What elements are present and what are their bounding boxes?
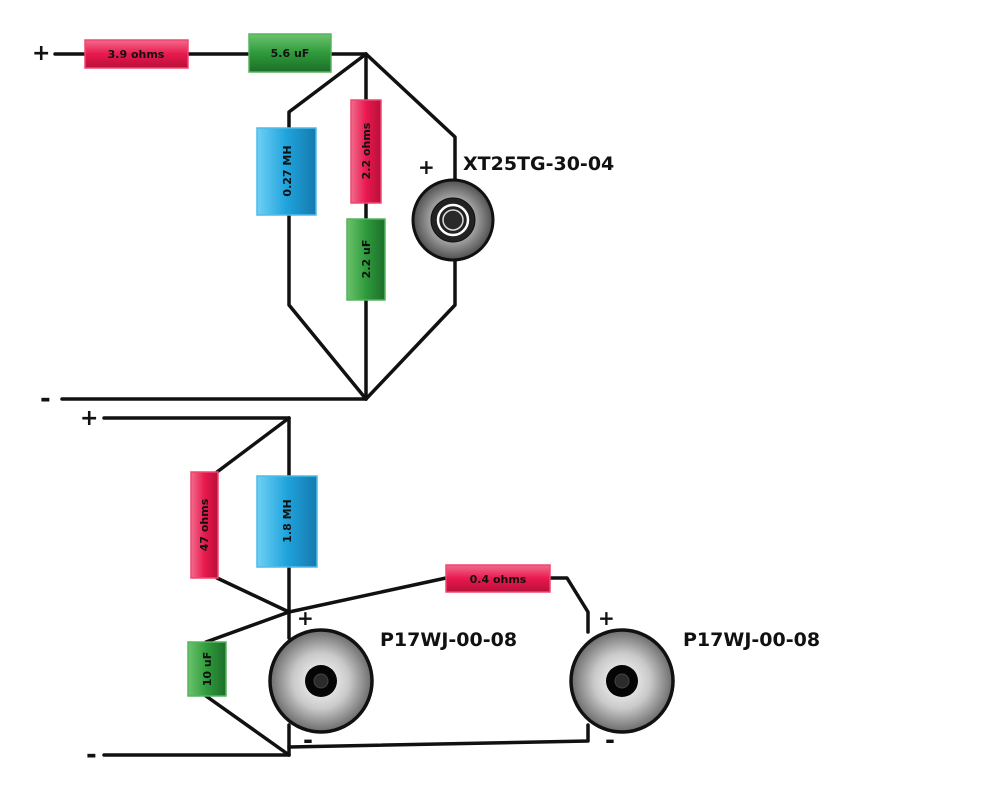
woofer-minus-terminal: - [86,740,97,770]
resistor-0-4-label: 0.4 ohms [470,573,527,586]
woofer-1-model-label: P17WJ-00-08 [380,629,517,651]
tweeter-plus-terminal: + [32,41,50,66]
inductor-0-27-label: 0.27 MH [281,145,294,196]
woofer-section: + - 47 ohms 1.8 MH 0.4 ohms 10 uF + [80,406,820,770]
woofer-1-speaker [268,628,374,734]
resistor-2-2-ohms: 2.2 ohms [350,99,382,204]
wire [287,576,448,614]
wire [215,416,291,474]
tweeter-minus-terminal: - [40,384,51,414]
resistor-3-9-ohms: 3.9 ohms [84,39,189,69]
capacitor-5-6-label: 5.6 uF [271,47,310,60]
resistor-3-9-label: 3.9 ohms [108,48,165,61]
tweeter-speaker [411,178,495,262]
woofer-2-minus-label: - [605,726,615,754]
inductor-1-8-label: 1.8 MH [281,499,294,542]
wire [287,723,590,749]
capacitor-10-label: 10 uF [201,652,214,686]
resistor-2-2-label: 2.2 ohms [360,122,373,179]
woofer-2-plus-label: + [598,606,615,630]
wire [364,52,457,182]
wire [364,258,457,401]
woofer-2-model-label: P17WJ-00-08 [683,629,820,651]
tweeter-plus-label: + [418,155,435,179]
inductor-1-8-mh: 1.8 MH [256,475,318,568]
resistor-47-ohms: 47 ohms [190,471,219,579]
capacitor-2-2-label: 2.2 uF [360,240,373,279]
capacitor-2-2-uf: 2.2 uF [346,218,386,301]
resistor-0-4-ohms: 0.4 ohms [445,564,551,593]
wire [204,610,291,644]
resistor-47-label: 47 ohms [198,498,211,551]
tweeter-section: + - 3.9 ohms 5.6 uF 0.27 MH 2.2 ohms 2.2… [32,33,614,414]
capacitor-10-uf: 10 uF [187,641,227,697]
woofer-1-plus-label: + [297,606,314,630]
woofer-plus-terminal: + [80,406,98,431]
woofer-1-minus-label: - [303,726,313,754]
wire [204,694,291,757]
wire [548,576,590,634]
tweeter-model-label: XT25TG-30-04 [463,153,614,175]
wire [215,576,291,614]
inductor-0-27-mh: 0.27 MH [256,127,317,216]
woofer-2-speaker [569,628,675,734]
capacitor-5-6-uf: 5.6 uF [248,33,332,73]
